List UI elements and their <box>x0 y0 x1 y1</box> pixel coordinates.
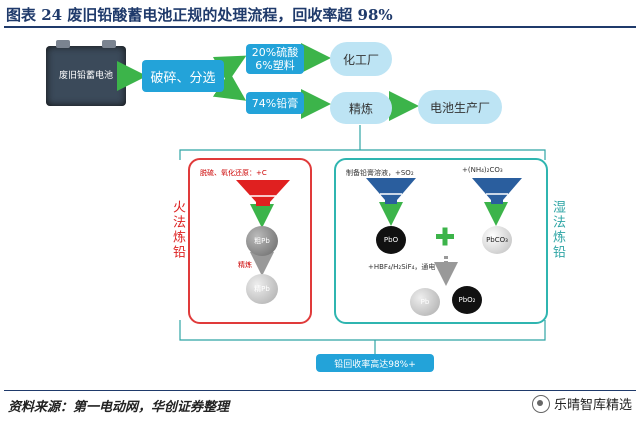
arrow-crush-to-paste <box>212 71 247 101</box>
chem-plant-oval: 化工厂 <box>330 42 392 76</box>
crude-lead-ball: 粗Pb <box>246 226 278 256</box>
battery-plant-oval: 电池生产厂 <box>418 90 502 124</box>
pbo-ball: PbO <box>376 226 406 254</box>
source-note: 资料来源：第一电动网，华创证券整理 <box>8 400 230 415</box>
acid-plastic-box: 20%硫酸 6%塑料 <box>246 44 304 74</box>
battery-image: 废旧铅蓄电池 <box>46 40 126 106</box>
footer-rule <box>4 390 636 391</box>
wet-method-panel <box>334 158 548 324</box>
battery-label: 废旧铅蓄电池 <box>58 71 113 81</box>
figure-title: 图表 24 废旧铅酸蓄电池正规的处理流程，回收率超 98% <box>6 6 393 24</box>
wet-funnel-right-icon <box>472 178 522 204</box>
arrow-crush-to-acid <box>212 55 247 84</box>
recovery-rate-box: 铅回收率高达98%+ <box>316 354 434 372</box>
wet-step1-label: 制备铅膏溶液，+SO₂ <box>346 169 414 177</box>
pb-ball: Pb <box>410 288 440 316</box>
watermark-text: 乐晴智库精选 <box>553 398 632 413</box>
plastic-label: 6%塑料 <box>255 59 295 72</box>
battery-terminal <box>102 40 116 48</box>
wet-electro-label: +HBF₄/H₂SiF₄，通电 <box>368 263 436 271</box>
pbo2-ball: PbO₂ <box>452 286 482 314</box>
wechat-icon <box>531 394 550 413</box>
fire-step-label: 脱硫、氧化还原：+C <box>200 169 267 177</box>
fine-lead-ball: 精Pb <box>246 274 278 304</box>
pbco3-ball: PbCO₃ <box>482 226 512 254</box>
lead-paste-box: 74%铅膏 <box>246 92 304 114</box>
refine-oval: 精炼 <box>330 92 392 124</box>
battery-terminal <box>56 40 70 48</box>
watermark: 乐晴智库精选 <box>531 394 632 413</box>
fire-method-panel <box>188 158 312 324</box>
bottom-bracket <box>179 320 546 341</box>
plus-icon <box>436 227 454 246</box>
refine-bracket <box>179 149 546 160</box>
crush-sort-box: 破碎、分选 <box>142 60 224 92</box>
fire-method-label: 火法炼铅 <box>170 200 185 260</box>
fire-funnel-icon <box>236 180 290 206</box>
sulfuric-label: 20%硫酸 <box>251 46 299 59</box>
wet-method-label: 湿法炼铅 <box>550 200 565 260</box>
fire-refining-label: 精炼 <box>238 261 252 269</box>
title-rule <box>4 26 636 28</box>
wet-funnel-left-icon <box>366 178 416 204</box>
wet-step2-label: +(NH₄)₂CO₃ <box>462 166 503 174</box>
